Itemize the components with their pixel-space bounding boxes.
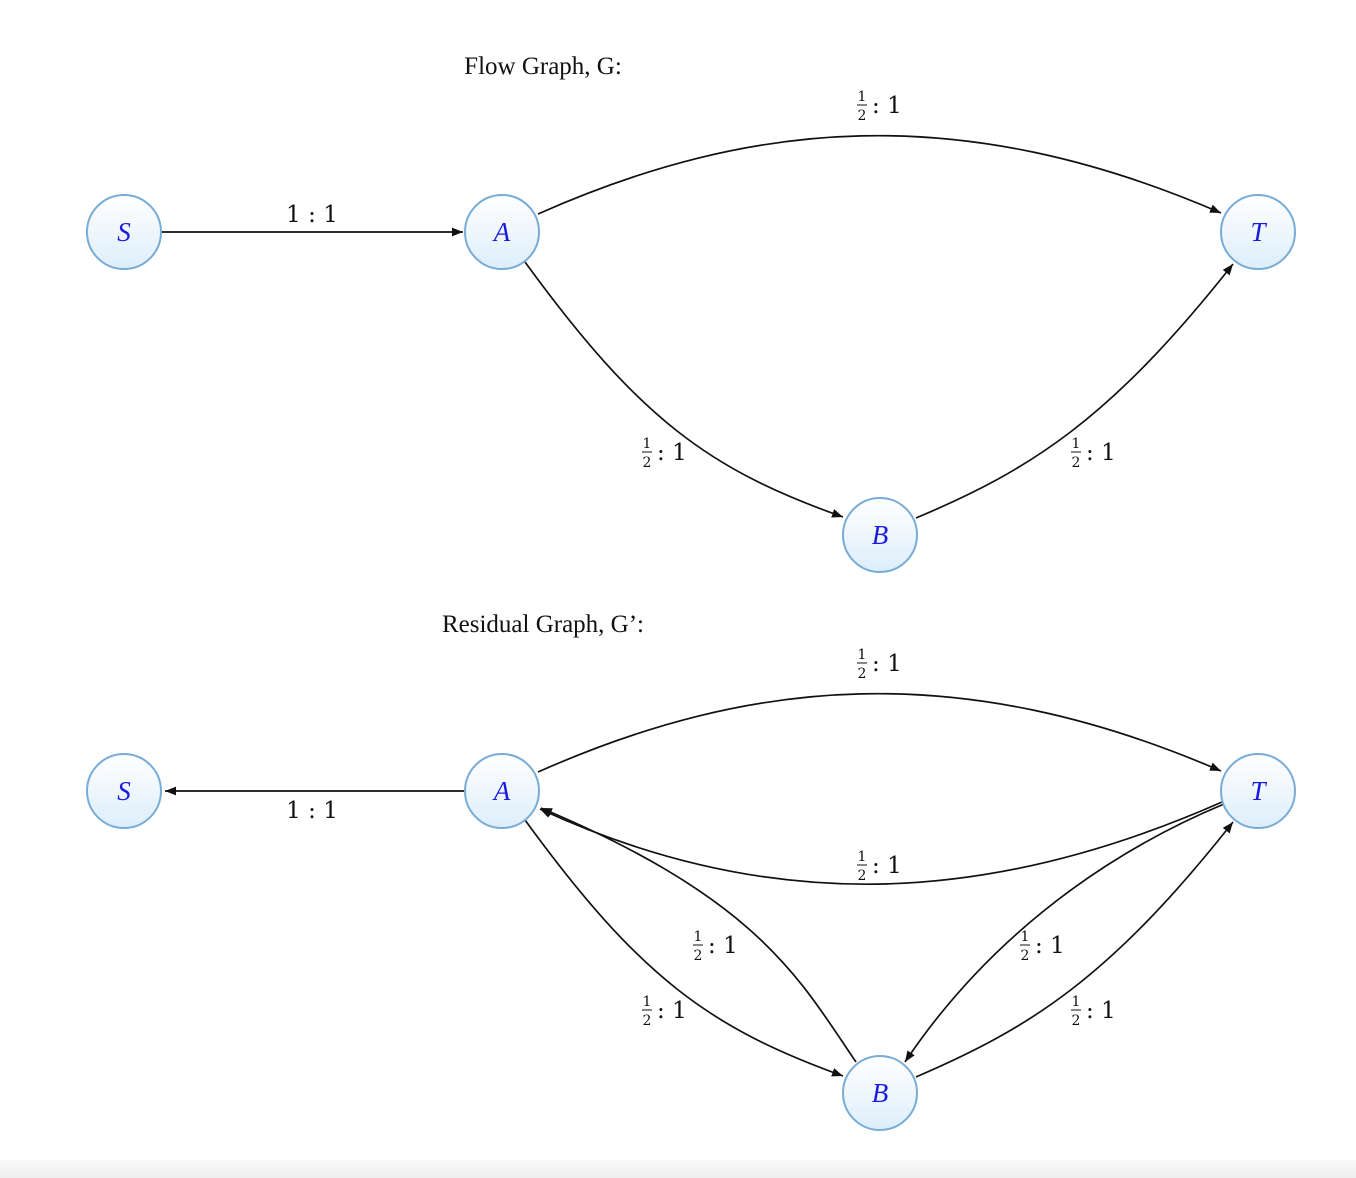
edge-label-residual-a-t: 1 2 : 1 xyxy=(857,647,902,682)
svg-text:: 1: : 1 xyxy=(708,933,738,959)
fraction-denominator: 2 xyxy=(643,455,652,471)
node-label: T xyxy=(1250,776,1267,806)
fraction-numerator: 1 xyxy=(1072,436,1081,452)
fraction-denominator: 2 xyxy=(1072,455,1081,471)
flow-node-b[interactable]: B xyxy=(842,497,918,573)
svg-text:: 1: : 1 xyxy=(872,651,902,677)
edge-label-residual-a-s: 1 : 1 xyxy=(286,798,338,824)
edge-capacity: 1 xyxy=(723,933,738,959)
fraction-denominator: 2 xyxy=(643,1013,652,1029)
node-circle xyxy=(86,753,162,829)
edge-label-flow-s-a: 1 : 1 xyxy=(286,202,338,228)
flow-node-t[interactable]: T xyxy=(1220,194,1296,270)
node-label: B xyxy=(872,1078,889,1108)
node-label: A xyxy=(492,776,511,806)
fraction-numerator: 1 xyxy=(1072,994,1081,1010)
edge-capacity: 1 xyxy=(1101,440,1116,466)
edge-capacity: 1 xyxy=(887,651,902,677)
svg-text:: 1: : 1 xyxy=(657,998,687,1024)
fraction-denominator: 2 xyxy=(858,108,867,124)
edge-capacity: 1 xyxy=(672,440,687,466)
node-label: S xyxy=(117,776,131,806)
fraction-denominator: 2 xyxy=(858,868,867,884)
residual-graph-title: Residual Graph, G’: xyxy=(442,611,644,638)
edge-capacity: 1 xyxy=(1050,933,1065,959)
edge-flow-value: 1 xyxy=(286,202,301,228)
residual-edge-t-a xyxy=(539,801,1223,885)
window-bottom-edge xyxy=(0,1160,1356,1178)
flow-graph-edge-labels: 1 : 1 1 2 : 1 1 2 : 1 1 2 : 1 xyxy=(286,89,1116,471)
residual-node-a[interactable]: A xyxy=(464,753,540,829)
residual-edge-a-b xyxy=(524,819,844,1077)
residual-edge-a-t xyxy=(537,692,1222,773)
node-label: A xyxy=(492,217,511,247)
fraction-numerator: 1 xyxy=(643,436,652,452)
edge-capacity: 1 xyxy=(323,202,338,228)
flow-graph-title: Flow Graph, G: xyxy=(464,53,622,80)
node-circle xyxy=(1220,753,1296,829)
edge-label-residual-a-b: 1 2 : 1 xyxy=(642,994,687,1029)
fraction-numerator: 1 xyxy=(643,994,652,1010)
svg-text:: 1: : 1 xyxy=(1086,998,1116,1024)
fraction-numerator: 1 xyxy=(858,849,867,865)
fraction-denominator: 2 xyxy=(1072,1013,1081,1029)
edge-label-flow-b-t: 1 2 : 1 xyxy=(1071,436,1116,471)
edge-capacity: 1 xyxy=(887,93,902,119)
node-label: B xyxy=(872,520,889,550)
residual-edge-b-a xyxy=(540,807,857,1063)
fraction-numerator: 1 xyxy=(694,929,703,945)
fraction-denominator: 2 xyxy=(1021,948,1030,964)
residual-graph-nodes: S A B T xyxy=(86,753,1296,1131)
svg-text:1 : 1: 1 : 1 xyxy=(286,798,338,824)
node-label: S xyxy=(117,217,131,247)
edge-label-residual-b-t: 1 2 : 1 xyxy=(1071,994,1116,1029)
residual-graph-edges xyxy=(165,692,1234,1078)
node-circle xyxy=(86,194,162,270)
edge-capacity: 1 xyxy=(672,998,687,1024)
svg-text:: 1: : 1 xyxy=(872,93,902,119)
flow-graph-edges xyxy=(162,134,1234,519)
node-circle xyxy=(842,497,918,573)
fraction-numerator: 1 xyxy=(858,647,867,663)
flow-node-a[interactable]: A xyxy=(464,194,540,270)
node-circle xyxy=(842,1055,918,1131)
edge-label-flow-a-b: 1 2 : 1 xyxy=(642,436,687,471)
flow-graph: Flow Graph, G: 1 : 1 1 2 : 1 1 2 xyxy=(86,53,1296,573)
residual-graph-edge-labels: 1 : 1 1 2 : 1 1 2 : 1 1 2 : 1 xyxy=(286,647,1116,1029)
edge-label-residual-t-b: 1 2 : 1 xyxy=(1020,929,1065,964)
edge-capacity: 1 xyxy=(887,853,902,879)
svg-text:: 1: : 1 xyxy=(1086,440,1116,466)
node-circle xyxy=(464,194,540,270)
edge-capacity: 1 xyxy=(323,798,338,824)
residual-edge-b-t xyxy=(915,821,1234,1078)
residual-node-b[interactable]: B xyxy=(842,1055,918,1131)
edge-flow-value: 1 xyxy=(286,798,301,824)
flow-edge-b-t xyxy=(915,263,1234,519)
node-circle xyxy=(1220,194,1296,270)
residual-node-s[interactable]: S xyxy=(86,753,162,829)
edge-label-flow-a-t: 1 2 : 1 xyxy=(857,89,902,124)
svg-text:: 1: : 1 xyxy=(872,853,902,879)
svg-text:: 1: : 1 xyxy=(1035,933,1065,959)
flow-edge-a-b xyxy=(524,261,844,518)
fraction-denominator: 2 xyxy=(858,666,867,682)
flow-edge-a-t xyxy=(537,134,1222,215)
svg-text:1 : 1: 1 : 1 xyxy=(286,202,338,228)
node-label: T xyxy=(1250,217,1267,247)
edge-label-residual-t-a: 1 2 : 1 xyxy=(857,849,902,884)
edge-label-residual-b-a: 1 2 : 1 xyxy=(693,929,738,964)
svg-text:: 1: : 1 xyxy=(657,440,687,466)
fraction-numerator: 1 xyxy=(858,89,867,105)
residual-graph: Residual Graph, G’: 1 : 1 1 2 : 1 xyxy=(86,611,1296,1131)
residual-node-t[interactable]: T xyxy=(1220,753,1296,829)
fraction-numerator: 1 xyxy=(1021,929,1030,945)
residual-edge-t-b xyxy=(904,803,1225,1063)
edge-capacity: 1 xyxy=(1101,998,1116,1024)
fraction-denominator: 2 xyxy=(694,948,703,964)
flow-node-s[interactable]: S xyxy=(86,194,162,270)
node-circle xyxy=(464,753,540,829)
flow-graph-nodes: S A B T xyxy=(86,194,1296,573)
